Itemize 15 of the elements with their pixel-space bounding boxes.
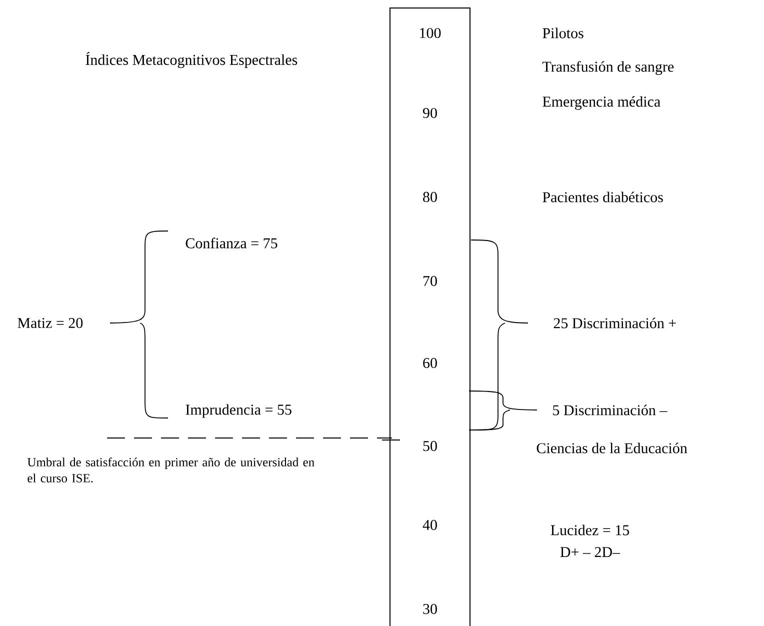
label: Pacientes diabéticos: [542, 192, 663, 202]
label: Lucidez = 15: [550, 524, 630, 536]
label: Confianza = 75: [186, 238, 278, 248]
label: Pilotos: [542, 28, 584, 38]
label: Emergencia médica: [542, 96, 660, 110]
scale-bar: 100 90 80 70 60 50 40 30: [390, 8, 470, 626]
label: Imprudencia = 55: [186, 404, 292, 418]
note: Umbral de satisfacción en primer año de universidad en el curso ISE.: [27, 458, 314, 482]
label: 5 Discriminación –: [553, 404, 668, 416]
label: Transfusión de sangre: [542, 61, 674, 75]
label: 25 Discriminación +: [554, 318, 676, 328]
title: Índices Metacognitivos Espectrales: [86, 52, 298, 68]
label: D+ – 2D–: [560, 547, 620, 557]
label: Ciencias de la Educación: [536, 442, 688, 454]
label: Matiz = 20: [18, 318, 83, 328]
